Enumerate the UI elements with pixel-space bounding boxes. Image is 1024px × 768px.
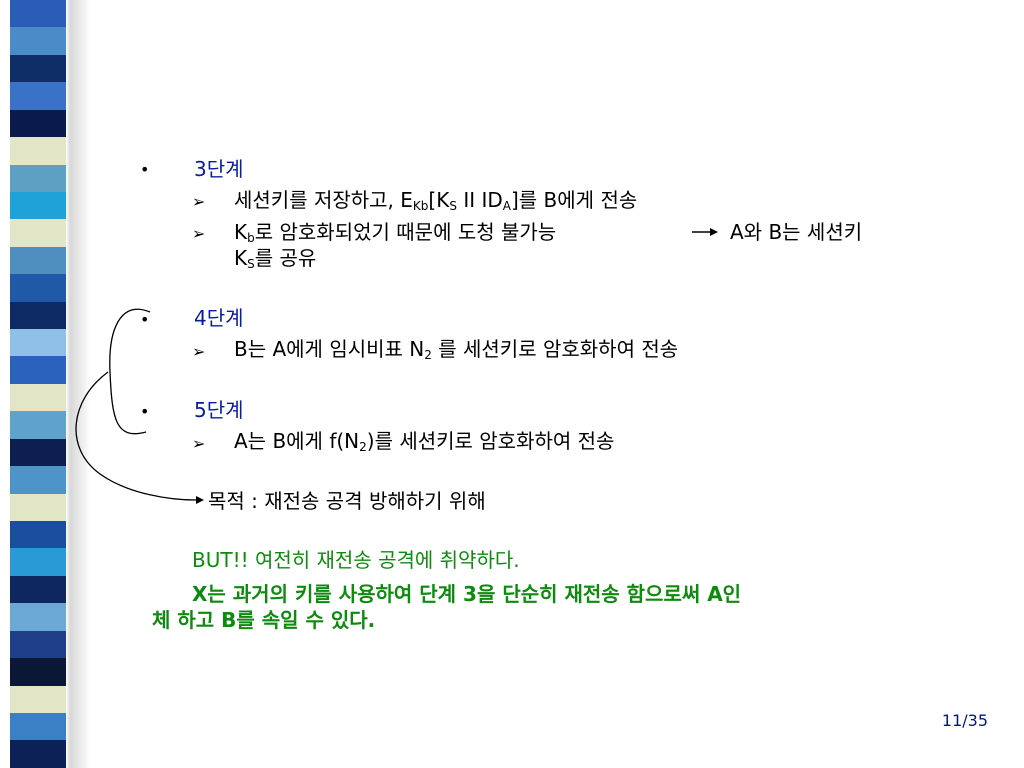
stripe-segment bbox=[10, 0, 66, 28]
stripe-segment bbox=[10, 466, 66, 494]
stripe-segment bbox=[10, 712, 66, 741]
bracket-4-5 bbox=[109, 308, 151, 435]
stripe-segment bbox=[10, 356, 66, 384]
stripe-segment bbox=[10, 383, 66, 412]
stripe-segment bbox=[10, 109, 66, 138]
stripe-segment bbox=[10, 82, 66, 110]
step4-title: 4단계 bbox=[194, 306, 244, 330]
step3-item1: 세션키를 저장하고, EKb[KS II IDA]를 B에게 전송 bbox=[234, 188, 638, 213]
step3-title: 3단계 bbox=[194, 157, 244, 181]
left-decorative-border bbox=[0, 0, 90, 768]
stripe-segment bbox=[10, 603, 66, 631]
striped-bar bbox=[10, 0, 66, 768]
curve-to-purpose bbox=[75, 371, 197, 501]
stripe-segment bbox=[10, 191, 66, 220]
arrow-inline-head bbox=[710, 228, 718, 236]
sub-bullet-icon: ➢ bbox=[192, 434, 206, 453]
sub-bullet-icon: ➢ bbox=[192, 342, 206, 361]
stripe-segment bbox=[10, 493, 66, 522]
step3-item2: Kb로 암호화되었기 때문에 도청 불가능 bbox=[234, 220, 557, 245]
step5-item1: A는 B에게 f(N2)를 세션키로 암호화하여 전송 bbox=[234, 429, 615, 454]
stripe-segment bbox=[10, 548, 66, 576]
stripe-segment bbox=[10, 164, 66, 192]
bullet-step4: • bbox=[140, 310, 150, 329]
stripe-segment bbox=[10, 329, 66, 357]
stripe-segment bbox=[10, 685, 66, 713]
stripe-segment bbox=[10, 54, 66, 83]
sub-bullet-icon: ➢ bbox=[192, 192, 206, 211]
step4-item1: B는 A에게 임시비표 N2 를 세션키로 암호화하여 전송 bbox=[234, 337, 679, 362]
stripe-segment bbox=[10, 575, 66, 604]
x-line-2: 체 하고 B를 속일 수 있다. bbox=[152, 608, 376, 632]
step3-item2-line2: KS를 공유 bbox=[234, 246, 317, 271]
stripe-segment bbox=[10, 630, 66, 659]
stripe-segment bbox=[10, 137, 66, 165]
bullet-step3: • bbox=[140, 160, 150, 179]
stripe-segment bbox=[10, 438, 66, 467]
purpose-text: 목적 : 재전송 공격 방해하기 위해 bbox=[208, 489, 486, 513]
stripe-segment bbox=[10, 27, 66, 55]
x-line-1: X는 과거의 키를 사용하여 단계 3을 단순히 재전송 함으로써 A인 bbox=[192, 582, 742, 606]
stripe-segment bbox=[10, 411, 66, 439]
sub-bullet-icon: ➢ bbox=[192, 224, 206, 243]
stripe-segment bbox=[10, 274, 66, 302]
stripe-segment bbox=[10, 219, 66, 247]
bullet-step5: • bbox=[140, 402, 150, 421]
step3-item2-result: A와 B는 세션키 bbox=[730, 220, 863, 244]
page-number: 11/35 bbox=[941, 711, 988, 730]
stripe-segment bbox=[10, 658, 66, 686]
stripe-segment bbox=[10, 740, 66, 768]
stripe-segment bbox=[10, 246, 66, 275]
stripe-segment bbox=[10, 301, 66, 330]
step5-title: 5단계 bbox=[194, 398, 244, 422]
stripe-segment bbox=[10, 521, 66, 549]
purpose-arrow-head bbox=[196, 496, 204, 504]
but-line: BUT!! 여전히 재전송 공격에 취약하다. bbox=[192, 548, 520, 572]
